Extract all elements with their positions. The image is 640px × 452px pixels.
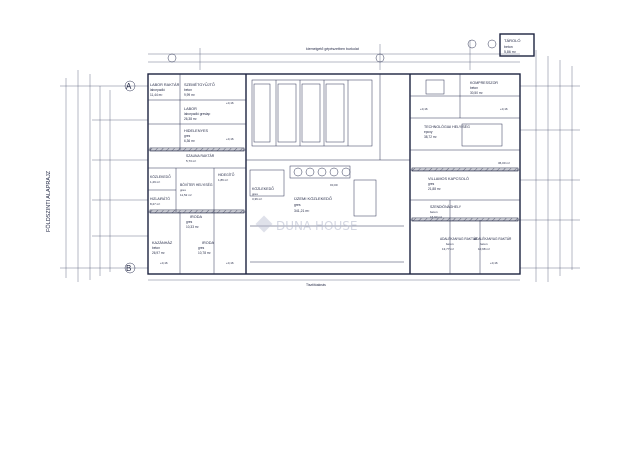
room-area: 1,86 m² [218,178,228,182]
room-sub: beton [184,88,192,92]
room-title: ÜZEMI KÖZLEKEDŐ [294,196,332,201]
level-mark: +0,16 [490,261,498,265]
level-marks: +0,16 +0,16 +0,16 +0,16 ±0,00 +0,16 +0,1… [160,101,508,265]
room-title: SZENDIÓNÁGHELY [430,204,462,209]
level-mark: +0,16 [500,107,508,111]
room-area: 10,33 m² [186,225,199,229]
room-area: 11,52 m² [180,193,192,197]
room-area: 30,50 m² [470,91,483,95]
room-title: KOMPRESSZOR [470,81,498,85]
axis-b-label: B [126,264,131,273]
room-title: KAZÁNHÁZ [152,241,173,245]
room-area: 38,72 m² [424,135,437,139]
room-title: VILLAMOS KAPCSOLÓ [428,176,469,181]
level-mark: +0,16 [226,101,234,105]
room-title: SZAUNA RAKTÁR [186,154,215,158]
room-area: 21,88 m² [428,187,441,191]
room-sub: beton [430,210,438,214]
top-note: kiemelgető gépészetben burkolat [306,47,359,51]
room-title: ADALÉKANYAG RAKTÁR [440,236,478,241]
level-mark: +0,16 [420,107,428,111]
room-area: 10,78 m² [198,251,211,255]
top-dimension-lines [148,40,520,281]
level-mark: +0,16 [160,261,168,265]
room-title: ADALÉKANYAG RAKTÁR [474,236,512,241]
room-title: HIDEGÍTŐ [218,172,235,177]
storage-box: TÁROLÓ beton 5,86 m² [499,33,535,57]
room-title: SZEMÉTGYŰJTŐ [184,82,215,87]
room-sub: laborpadló greslap [184,112,210,116]
room-area: 26,38 m² [184,117,197,121]
storage-sub: beton [504,45,513,49]
left-dimension-lines [60,70,148,282]
room-title: IRODA [202,241,214,245]
room-title: KÖZLEKEDŐ [252,186,274,191]
room-title: LABOR RAKTÁR [150,83,180,87]
level-mark: +0,16 [226,137,234,141]
room-sub: gres [184,134,191,138]
drawing-side-title: FÖLDSZINTI ALAPRAJZ [45,170,52,232]
level-mark: ±0,00 [330,183,338,187]
storage-title: TÁROLÓ [504,38,520,43]
room-area: 10,98 m² [478,247,490,251]
room-sub: gres [294,203,301,207]
room-area: 11,44 m² [150,93,162,97]
left-block-partitions [148,74,246,274]
room-area: 3,36 m² [252,197,262,201]
room-title: HIDELENYES [184,129,209,133]
room-area: 8,27 m² [150,202,160,206]
room-area: 16,93 m² [430,215,442,219]
level-mark: +0,16 [226,261,234,265]
room-area: 341,21 m² [294,209,310,213]
axis-a-label: A [126,82,132,91]
outer-walls [147,73,521,275]
room-title: LABOR [184,107,197,111]
room-title: HIZLAIRÁTÓ [150,196,170,201]
room-sub: gres [186,220,193,224]
room-title: BÓVÍTER HELYISÉG [180,182,213,187]
room-area: 26,97 m² [152,251,165,255]
room-labels: LABOR RAKTÁR laborpadló 11,44 m² SZEMÉTG… [150,81,512,255]
room-area: 36,00 m² [498,161,510,165]
room-area: 6,36 m² [184,139,195,143]
storage-area: 5,86 m² [504,50,517,54]
middle-hall [246,74,410,263]
room-area: 13,77 m² [442,247,454,251]
room-sub: gres [198,246,205,250]
room-title: IRODA [190,215,202,219]
watermark: DUNA HOUSE [255,215,357,233]
room-area: 1,29 m² [150,180,160,184]
room-sub: beton [446,242,454,246]
room-sub: gres [180,188,186,192]
room-title: TECHNOLÓGIAI HELYISÉG [424,124,470,129]
room-area: 5,73 m² [186,159,196,163]
room-sub: beton [152,246,160,250]
room-sub: epoxy [424,130,433,134]
room-sub: gres [428,182,435,186]
room-sub: beton [480,242,488,246]
room-title: KÖZLEKEDŐ [150,174,171,179]
right-dimension-lines [520,50,580,282]
room-area: 9,99 m² [184,93,195,97]
right-block-partitions [410,74,520,274]
bottom-note: Tisztítóaknás [306,283,326,287]
room-sub: laborpadló [150,88,165,92]
room-sub: beton [470,86,478,90]
watermark-text: DUNA HOUSE [276,219,357,233]
axis-markers: A B [124,39,497,274]
room-sub: gres [252,192,258,196]
